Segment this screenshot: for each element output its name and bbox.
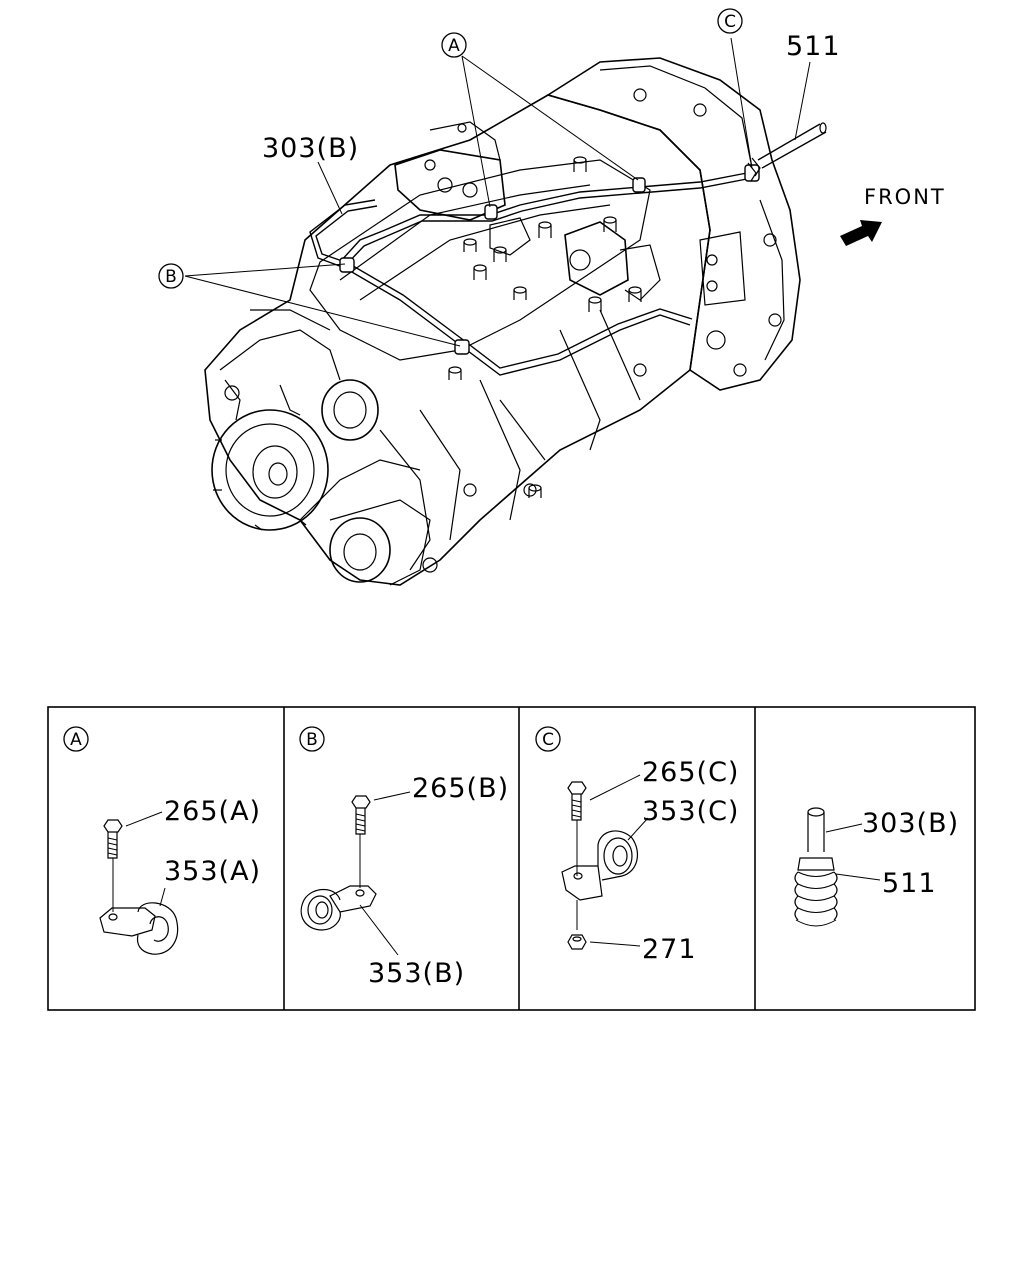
panel-b-circle: B	[306, 730, 318, 750]
label-353c: 353(C)	[642, 796, 739, 827]
label-271: 271	[642, 934, 697, 965]
panel-a-circle: A	[70, 730, 82, 750]
detail-panel-a: A 265(A) 353(A)	[63, 726, 261, 955]
label-353b: 353(B)	[368, 958, 465, 989]
svg-text:A: A	[448, 36, 460, 56]
svg-text:B: B	[165, 267, 177, 287]
label-303b-detail: 303(B)	[862, 808, 959, 839]
front-arrow-icon	[840, 220, 882, 246]
panel-c-circle: C	[542, 730, 554, 750]
label-265a: 265(A)	[164, 796, 261, 827]
label-part-511: 511	[786, 31, 841, 62]
hose-511-icon	[794, 857, 838, 927]
callout-a: A	[441, 32, 467, 58]
front-label: FRONT	[864, 185, 946, 209]
bolt-265a-icon	[103, 819, 123, 912]
label-265c: 265(C)	[642, 757, 739, 788]
label-part-303b: 303(B)	[262, 133, 359, 164]
detail-panels	[47, 706, 976, 1011]
label-353a: 353(A)	[164, 856, 261, 887]
callout-b: B	[158, 263, 184, 289]
label-265b: 265(B)	[412, 773, 509, 804]
leader-lines	[184, 37, 811, 347]
bolt-265c-icon	[567, 781, 587, 876]
clip-353c-icon	[561, 830, 639, 901]
label-511-detail: 511	[882, 868, 937, 899]
pipe-303b-icon	[807, 807, 825, 852]
clip-353b-icon	[300, 885, 377, 931]
transmission-illustration	[204, 57, 827, 586]
callout-c: C	[717, 8, 743, 34]
clip-353a-icon	[99, 902, 179, 955]
bolt-265b-icon	[351, 795, 371, 888]
detail-panel-c: C 265(C) 353(C) 271	[535, 726, 739, 965]
detail-panel-b: B 265(B) 353(B)	[299, 726, 509, 989]
svg-text:C: C	[724, 12, 736, 32]
detail-panel-pipe-hose: 303(B) 511	[794, 807, 959, 927]
nut-271-icon	[567, 934, 587, 950]
